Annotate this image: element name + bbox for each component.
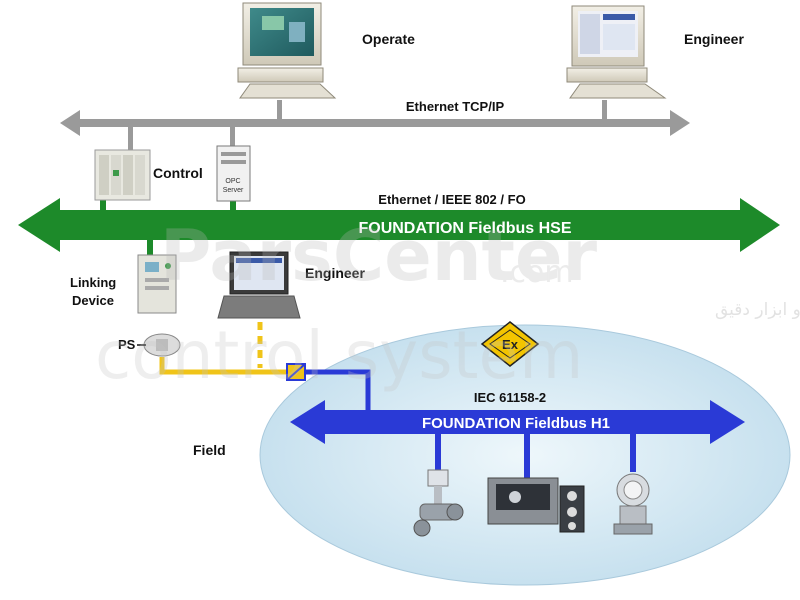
watermark-domain: .com xyxy=(500,255,574,290)
engineer-workstation xyxy=(566,5,667,99)
iec-label: IEC 61158-2 xyxy=(474,390,546,405)
drop-positioner xyxy=(524,432,530,478)
drop-operate xyxy=(277,100,282,122)
watermark-brand: ParsCenter xyxy=(160,215,597,297)
ethernet-tcpip-label: Ethernet TCP/IP xyxy=(406,99,505,114)
laptop-icon xyxy=(217,251,301,319)
linking-device-icon xyxy=(137,254,177,314)
h1-bus: FOUNDATION Fieldbus H1 xyxy=(290,400,745,444)
operate-workstation xyxy=(237,2,337,99)
ps-label: PS xyxy=(118,337,136,352)
monitor-icon xyxy=(566,5,667,99)
opc-label-2: Server xyxy=(223,187,244,194)
linking-label-2: Device xyxy=(72,293,114,308)
control-label: Control xyxy=(153,165,203,181)
plc-rack-icon xyxy=(94,149,151,201)
operate-label: Operate xyxy=(362,31,415,47)
watermark-tagline: آموزش و اجرای انواع سیستمهای کنترل و ابز… xyxy=(715,298,800,320)
drop-transmitter xyxy=(630,432,636,472)
opc-label-1: OPC xyxy=(225,178,240,185)
drop-linking-hse xyxy=(147,238,153,260)
drop-flowmeter xyxy=(435,432,441,472)
drop-opc-hse xyxy=(230,195,236,215)
field-label: Field xyxy=(193,442,226,458)
valve-positioner-icon xyxy=(487,477,585,533)
hse-bus-label: FOUNDATION Fieldbus HSE xyxy=(358,220,571,237)
engineer-mid-label: Engineer xyxy=(305,265,365,281)
h1-feed-line xyxy=(159,357,288,375)
drop-control-hse xyxy=(100,195,106,215)
coupler-h1-link xyxy=(305,369,371,412)
h1-bus-label: FOUNDATION Fieldbus H1 xyxy=(422,415,610,432)
drop-control xyxy=(128,125,133,155)
server-icon: OPC Server xyxy=(216,145,251,202)
ethernet-ieee-label: Ethernet / IEEE 802 / FO xyxy=(378,192,525,207)
ethernet-tcpip-bus xyxy=(60,110,690,136)
ex-label: Ex xyxy=(502,337,519,352)
engineer-top-label: Engineer xyxy=(684,31,744,47)
drop-engineer xyxy=(602,100,607,122)
pressure-transmitter-icon xyxy=(613,473,653,535)
ex-explosion-proof-icon: Ex xyxy=(480,321,540,367)
watermark-subtitle: control system xyxy=(95,317,583,394)
hse-bus: FOUNDATION Fieldbus HSE xyxy=(18,198,780,252)
flowmeter-icon xyxy=(413,469,464,537)
drop-opc xyxy=(230,125,235,150)
linking-label-1: Linking xyxy=(70,275,116,290)
monitor-icon xyxy=(237,2,337,99)
watermark: ParsCenter .com آموزش و اجرای انواع سیست… xyxy=(95,215,800,394)
